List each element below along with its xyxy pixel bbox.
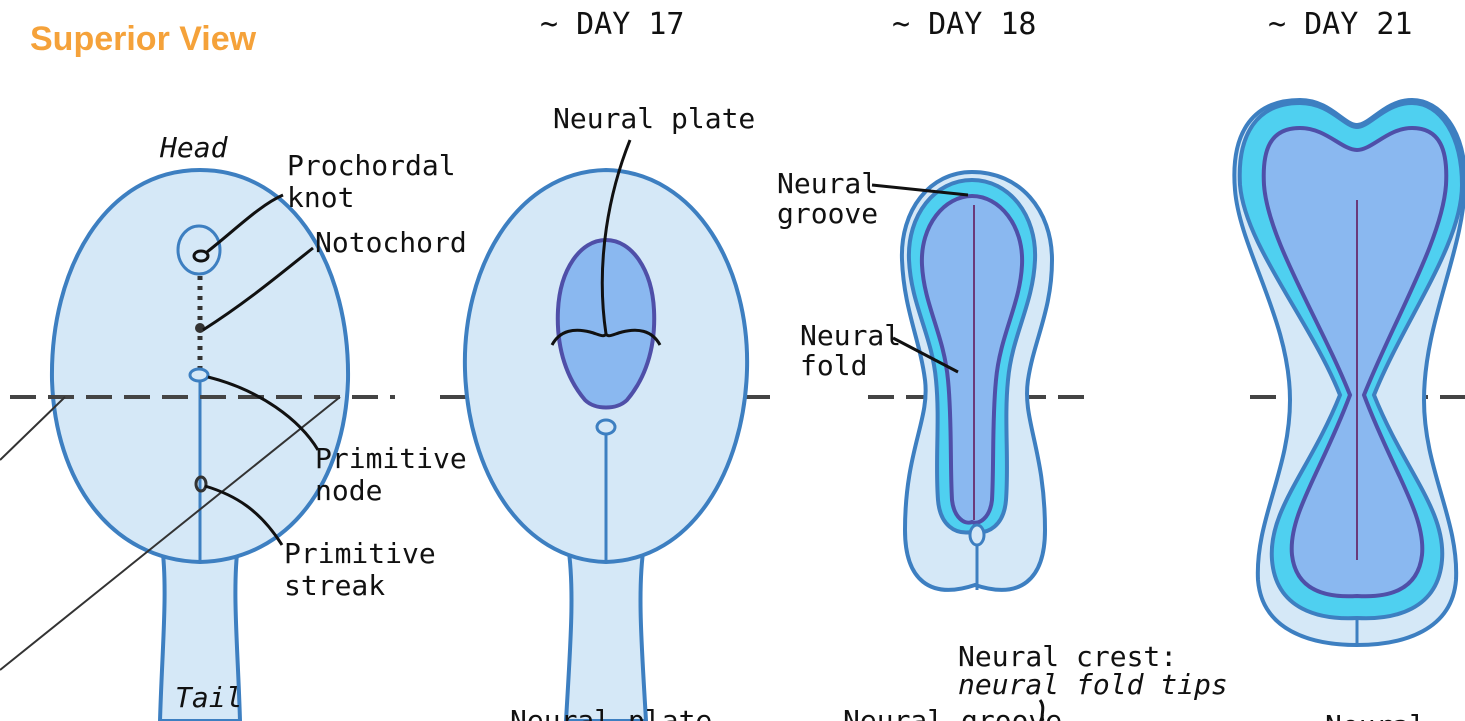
day-17-label: ~ DAY 17: [540, 7, 685, 42]
day-18-label: ~ DAY 18: [892, 7, 1037, 42]
projection-line-1: [0, 397, 65, 460]
primitive-node-circle: [190, 369, 208, 381]
prochordal-label-line1: Prochordal: [287, 149, 456, 182]
embryo-day-17: [465, 140, 747, 721]
notochord-label: Notochord: [315, 226, 467, 259]
diagram-title: Superior View: [30, 20, 257, 58]
primitive-node-label-line1: Primitive: [315, 442, 467, 475]
embryo-day-18: [872, 172, 1052, 590]
primitive-streak-label-line2: streak: [284, 569, 385, 602]
neural-plate-bottom-label: Neural plate: [510, 704, 712, 721]
primitive-node-label-line2: node: [315, 474, 382, 507]
primitive-streak-label-line1: Primitive: [284, 537, 436, 570]
neural-fold-label-line2: fold: [800, 349, 867, 382]
embryo-day-21: [1234, 100, 1465, 645]
bottom-right-partial-label: Neural: [1325, 709, 1426, 721]
day-21-label: ~ DAY 21: [1268, 7, 1413, 42]
neural-crest-label-line2: neural fold tips: [958, 668, 1228, 701]
prochordal-label-line2: knot: [287, 181, 354, 214]
neural-plate-label: Neural plate: [553, 102, 755, 135]
neural-groove-bottom-label: Neural groove: [843, 704, 1062, 721]
tail-label: Tail: [175, 681, 242, 714]
day18-primitive-node: [970, 525, 984, 545]
neural-groove-label-line2: groove: [777, 197, 878, 230]
neural-groove-label-line1: Neural: [777, 167, 878, 200]
head-label: Head: [159, 131, 229, 164]
embryo-primitive-streak-stage: [52, 170, 348, 721]
embryo-2-stalk: [566, 545, 646, 721]
neural-fold-label-line1: Neural: [800, 319, 901, 352]
day17-primitive-node: [597, 420, 615, 434]
